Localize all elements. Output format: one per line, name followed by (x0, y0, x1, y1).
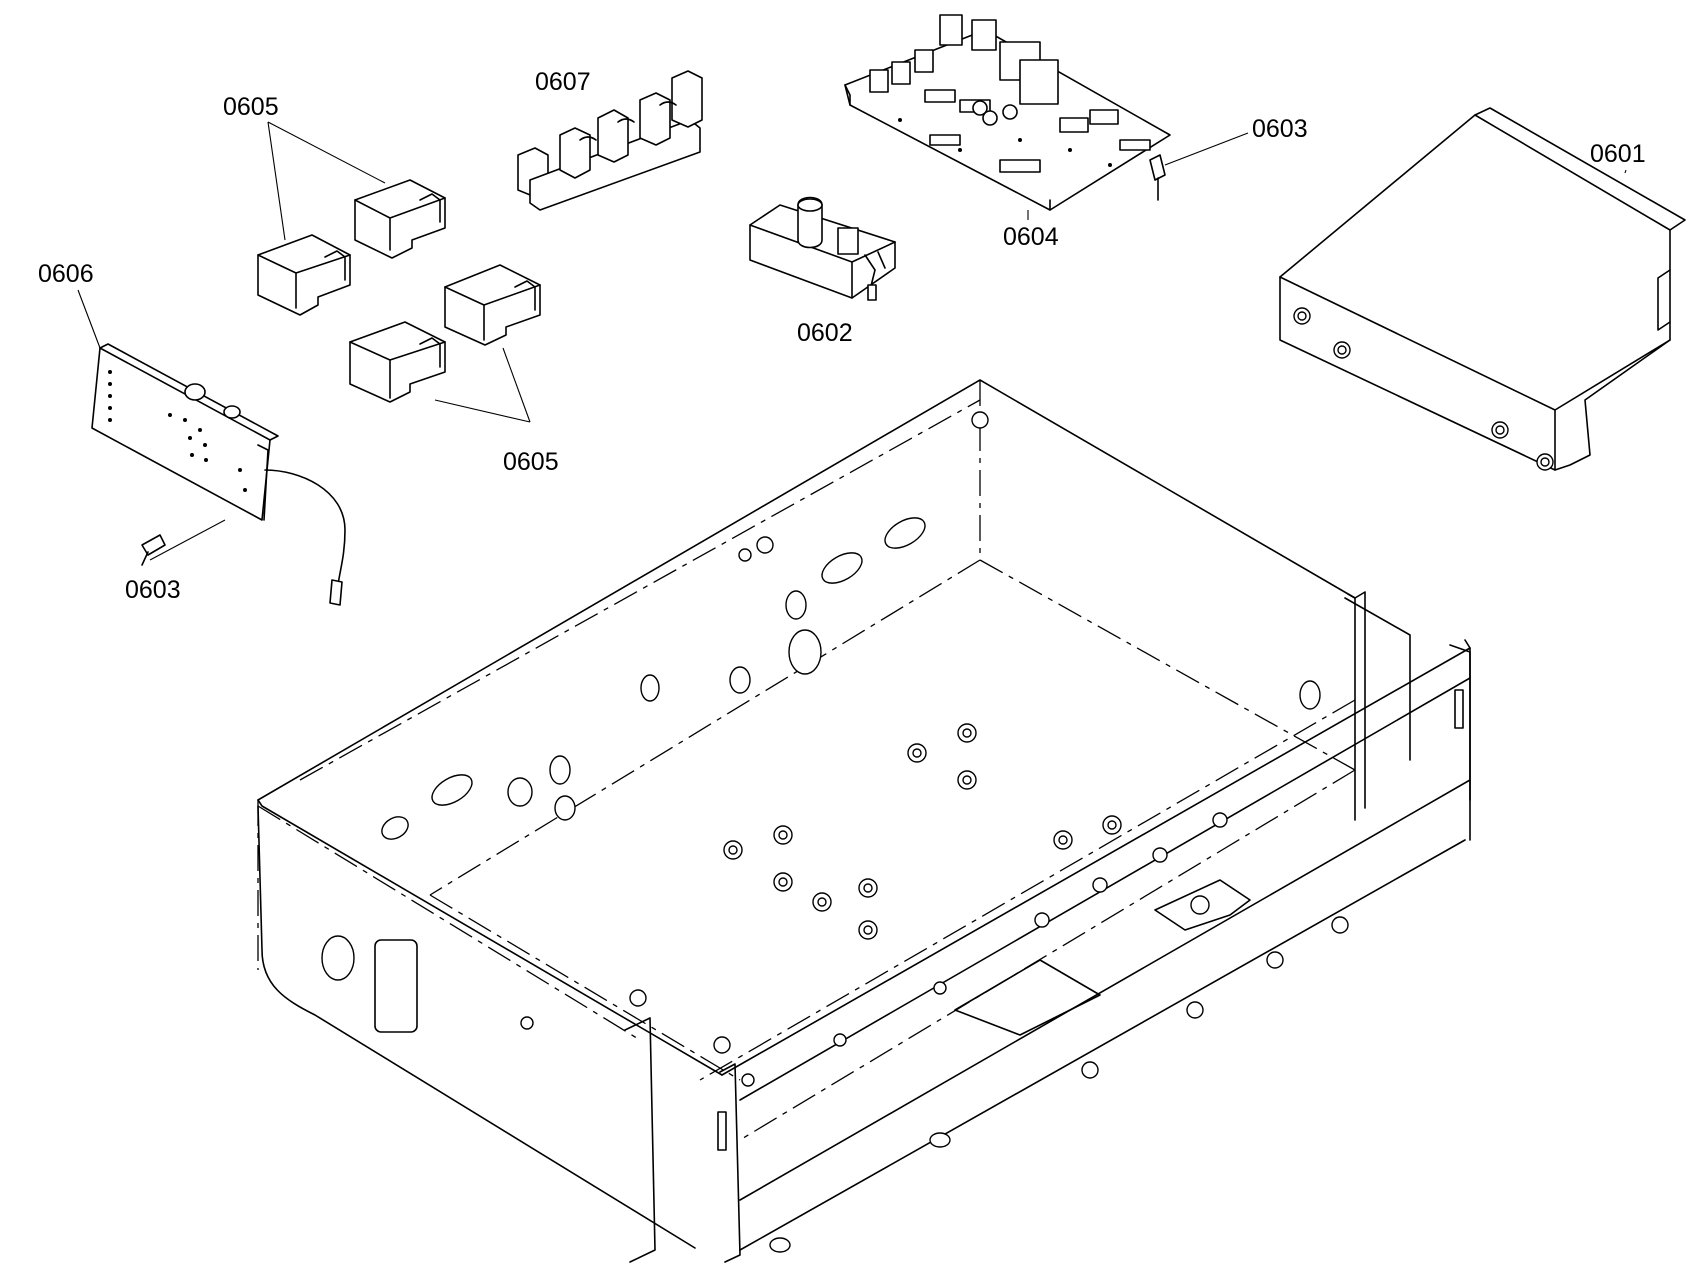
label-0605-top: 0605 (223, 93, 279, 121)
part-0604-main-pcb (844, 14, 1171, 211)
part-0601-cover (1279, 107, 1686, 471)
label-0604: 0604 (1003, 223, 1059, 251)
main-chassis (257, 379, 1471, 1263)
label-0603-top: 0603 (1252, 115, 1308, 143)
label-0605-bottom: 0605 (503, 448, 559, 476)
part-0606-control-board (91, 343, 346, 606)
part-0602-filter-box (749, 196, 896, 301)
part-0605-relay-blocks (257, 179, 541, 403)
label-0602: 0602 (797, 319, 853, 347)
label-0607: 0607 (535, 68, 591, 96)
label-0601: 0601 (1590, 140, 1646, 168)
label-0606: 0606 (38, 260, 94, 288)
leader-lines (77, 121, 1627, 561)
floor-standoffs (723, 723, 1122, 940)
label-0603-left: 0603 (125, 576, 181, 604)
part-0607-harness-clip (517, 70, 703, 211)
